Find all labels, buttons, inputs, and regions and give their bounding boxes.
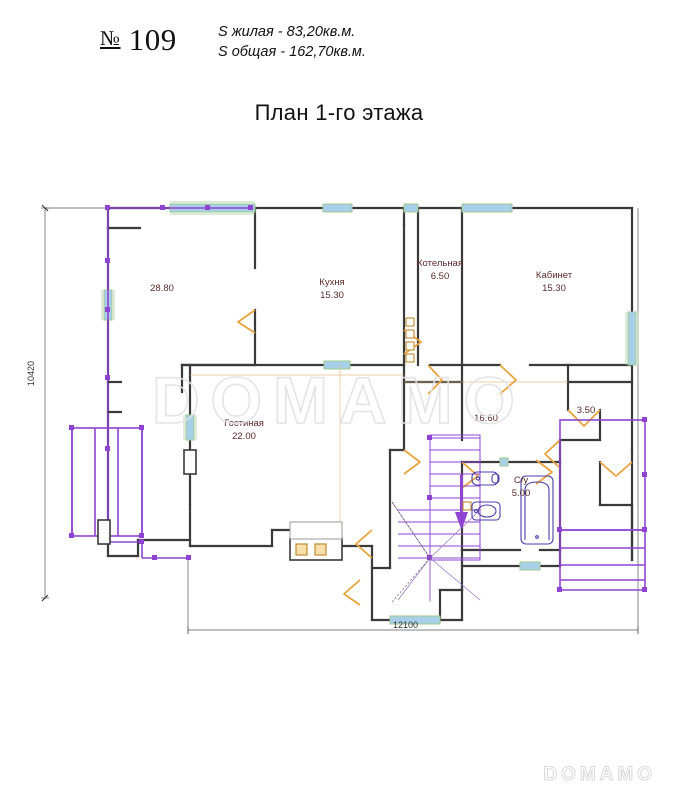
staircase	[398, 434, 481, 600]
highlight-lines	[190, 365, 568, 530]
floor-plan-drawing	[0, 150, 678, 670]
area-living-label: S жилая -	[218, 24, 283, 40]
watermark-footer-logo: DOMAMO	[543, 764, 656, 786]
area-total-row: S общая - 162,70кв.м.	[218, 42, 366, 62]
dimension-lines	[41, 207, 639, 634]
boiler-equipment	[405, 317, 472, 511]
area-total-label: S общая -	[218, 44, 286, 60]
dimension-ticks	[41, 204, 49, 602]
window-frames	[101, 201, 639, 440]
stove-unit	[289, 521, 343, 561]
selection-handles	[69, 205, 647, 592]
stair-direction-arrow	[455, 475, 468, 530]
door-jambs	[97, 380, 197, 545]
plan-number: № 109	[100, 22, 177, 58]
dimension-horizontal-label: 12100	[393, 620, 419, 630]
windows	[103, 203, 637, 625]
header: № 109 S жилая - 83,20кв.м. S общая - 162…	[0, 0, 678, 125]
area-total-value: 162,70кв.м.	[289, 44, 366, 60]
page-title: План 1-го этажа	[254, 100, 424, 125]
plan-number-prefix: №	[100, 26, 121, 50]
exterior-elements	[71, 207, 646, 591]
staircase-dashed	[391, 501, 431, 603]
area-summary: S жилая - 83,20кв.м. S общая - 162,70кв.…	[218, 22, 366, 62]
dimension-vertical-label: 10420	[26, 360, 36, 386]
area-living-row: S жилая - 83,20кв.м.	[218, 22, 366, 42]
area-living-value: 83,20кв.м.	[286, 24, 356, 40]
staircase-winders	[391, 501, 481, 602]
bathroom-fixtures	[471, 471, 554, 545]
plan-number-value: 109	[128, 22, 177, 57]
